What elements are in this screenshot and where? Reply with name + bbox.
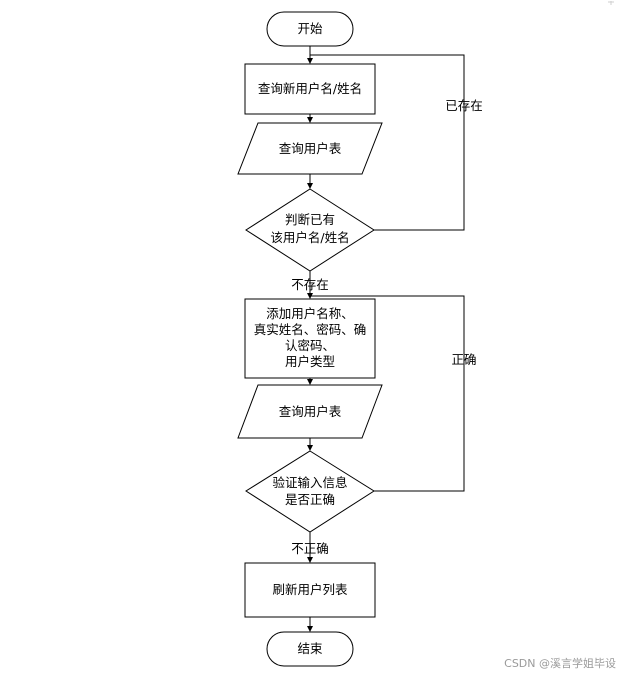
query-table-label-1: 查询用户表 <box>279 141 342 156</box>
arrowhead <box>307 183 313 189</box>
watermark: CSDN @溪言学姐毕设 <box>504 656 616 670</box>
validate-decision <box>245 450 375 533</box>
add-user-process <box>244 298 376 379</box>
end-label: 结束 <box>297 641 323 656</box>
judge-exists-decision <box>245 188 375 272</box>
arrowhead <box>307 626 313 632</box>
corner-mark <box>608 1 614 5</box>
arrowhead <box>307 379 313 385</box>
query-table-label-2: 查询用户表 <box>279 404 342 419</box>
end-terminal <box>266 631 354 667</box>
add-user-line-2: 真实姓名、密码、确 <box>254 322 367 337</box>
query-table-io-1 <box>237 122 383 175</box>
arrowhead <box>307 117 313 123</box>
arrowhead <box>307 445 313 451</box>
query-name-label: 查询新用户名/姓名 <box>258 81 362 96</box>
edge-label-exists: 已存在 <box>445 98 483 113</box>
edge-label-incorrect: 不正确 <box>291 541 329 556</box>
refresh-list-process <box>244 562 376 618</box>
arrowhead <box>307 58 313 64</box>
edge-correct-loop <box>310 295 465 492</box>
add-user-line-1: 添加用户名称、 <box>266 306 354 321</box>
start-terminal <box>266 11 354 47</box>
arrowhead <box>307 557 313 563</box>
edge-label-correct: 正确 <box>451 352 476 367</box>
edge-exists-loop <box>310 54 465 231</box>
edge-label-not-exists: 不存在 <box>291 277 329 292</box>
start-label: 开始 <box>297 21 323 36</box>
add-user-line-3: 认密码、 <box>285 338 335 353</box>
judge-exists-line-1: 判断已有 <box>285 212 335 227</box>
validate-line-2: 是否正确 <box>285 492 335 507</box>
query-table-io-2 <box>237 384 383 439</box>
add-user-line-4: 用户类型 <box>285 354 335 369</box>
judge-exists-line-2: 该用户名/姓名 <box>270 230 349 245</box>
query-name-process <box>244 63 376 115</box>
validate-line-1: 验证输入信息 <box>272 475 347 490</box>
refresh-list-label: 刷新用户列表 <box>272 582 348 597</box>
